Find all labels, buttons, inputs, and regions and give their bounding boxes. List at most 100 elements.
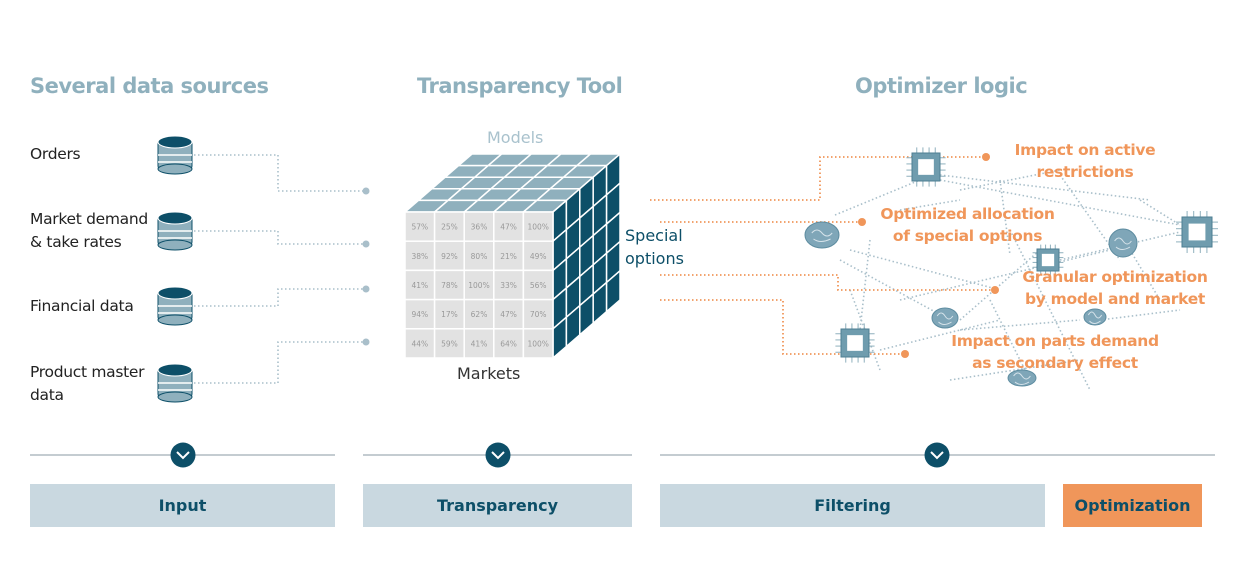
- cube-cell: [463, 328, 495, 359]
- cube-models-label: Models: [487, 128, 544, 147]
- cube-cell-value: 59%: [441, 339, 458, 348]
- cube-cell-value: 38%: [411, 252, 428, 261]
- chevron-circle: [170, 442, 196, 468]
- db-top: [157, 363, 193, 377]
- db-bottom: [157, 314, 193, 326]
- source-product-master: Product master data: [30, 363, 145, 404]
- brain-fold: [1087, 311, 1103, 324]
- connector-dot: [362, 285, 370, 293]
- db-bottom: [157, 163, 193, 175]
- cube-cell-value: 70%: [530, 310, 547, 319]
- cube-cell-value: 47%: [500, 223, 517, 232]
- network-line: [1129, 249, 1161, 301]
- impact-dot: [982, 153, 990, 161]
- network-line: [939, 179, 1181, 226]
- network-line: [1059, 231, 1181, 261]
- chevron-down-icon: [924, 442, 950, 468]
- cube-cell-value: 62%: [471, 310, 488, 319]
- cube-cell-value: 92%: [441, 252, 458, 261]
- connector-dot: [362, 338, 370, 346]
- db-top: [157, 211, 193, 225]
- cube-cell: [404, 269, 436, 301]
- cube-cell-value: 100%: [527, 223, 548, 232]
- cube-cell-value: 21%: [500, 252, 517, 261]
- connector-dot: [362, 240, 370, 248]
- cube-cell-value: 41%: [471, 339, 488, 348]
- stage-input: Input: [30, 484, 335, 527]
- chip-core: [847, 335, 863, 351]
- db-bottom: [157, 391, 193, 403]
- cube-cell-value: 64%: [500, 339, 517, 348]
- optimizer-connector: [660, 274, 995, 291]
- cube-cell-value: 47%: [500, 310, 517, 319]
- network-line: [1009, 229, 1091, 391]
- cube-cell: [493, 298, 525, 330]
- cube-cell-value: 41%: [411, 281, 428, 290]
- cube-cell: [404, 240, 436, 272]
- chevron: [491, 451, 505, 460]
- cube-cell-value: 100%: [468, 281, 489, 290]
- impact-dot: [901, 350, 909, 358]
- brain-icon: [1108, 228, 1138, 258]
- database-icon: [157, 211, 193, 251]
- chevron-down-icon: [485, 442, 511, 468]
- chevron: [930, 451, 944, 460]
- chip-core: [918, 159, 934, 175]
- cube-cell-value: 36%: [471, 223, 488, 232]
- source-connector: [194, 230, 365, 245]
- optimizer-title: Optimizer logic: [855, 74, 1028, 98]
- network-line: [959, 169, 1061, 191]
- cube-cell: [522, 269, 554, 301]
- processor-chip-icon: [835, 323, 875, 363]
- impact-dot: [858, 218, 866, 226]
- network-line: [1099, 309, 1181, 321]
- brain-fold: [811, 229, 833, 242]
- stage-transparency: Transparency: [363, 484, 632, 527]
- network-line: [959, 319, 1081, 331]
- cube-cell: [493, 240, 525, 272]
- brain-icon: [804, 221, 840, 249]
- transparency-title: Transparency Tool: [417, 74, 623, 98]
- chevron-circle: [924, 442, 950, 468]
- brain-icon: [1083, 308, 1107, 326]
- impact-parts-demand: Impact on parts demand as secondary effe…: [951, 332, 1159, 372]
- chip-core: [1188, 223, 1206, 241]
- cube-cell: [463, 211, 495, 242]
- network-line: [999, 179, 1011, 256]
- impact-granular-optimization: Granular optimization by model and marke…: [1022, 268, 1208, 308]
- brain-shape: [1108, 228, 1138, 258]
- brain-icon: [931, 307, 959, 329]
- stage-filtering: Filtering: [660, 484, 1045, 527]
- db-bottom: [157, 239, 193, 251]
- cube-cell-value: 56%: [530, 281, 547, 290]
- brain-shape: [1083, 308, 1107, 326]
- network-line: [859, 239, 871, 331]
- brain-fold: [1114, 237, 1132, 250]
- connector-dot: [362, 187, 370, 195]
- cube-cell: [522, 328, 554, 359]
- source-connector: [194, 288, 365, 307]
- network-line: [989, 299, 1026, 371]
- optimizer-connector: [660, 299, 905, 355]
- network-line: [879, 319, 1001, 351]
- network-line: [834, 179, 921, 216]
- chevron: [176, 451, 190, 460]
- source-connector: [194, 154, 365, 192]
- cube-cell: [463, 240, 495, 272]
- chevron-circle: [485, 442, 511, 468]
- cube-cell: [433, 269, 465, 301]
- cube-cell-value: 100%: [527, 339, 548, 348]
- brain-shape: [931, 307, 959, 329]
- db-top: [157, 135, 193, 149]
- source-market-demand: Market demand & take rates: [30, 210, 148, 251]
- cube-cell-value: 57%: [411, 223, 428, 232]
- optimizer-connector: [650, 156, 986, 201]
- network-line: [849, 249, 1001, 291]
- source-orders: Orders: [30, 145, 81, 163]
- cube-cell: [493, 269, 525, 301]
- cube-cell-value: 49%: [530, 252, 547, 261]
- source-connector: [194, 341, 365, 384]
- cube-cell: [463, 269, 495, 301]
- impact-special-options: Optimized allocation of special options: [880, 205, 1055, 245]
